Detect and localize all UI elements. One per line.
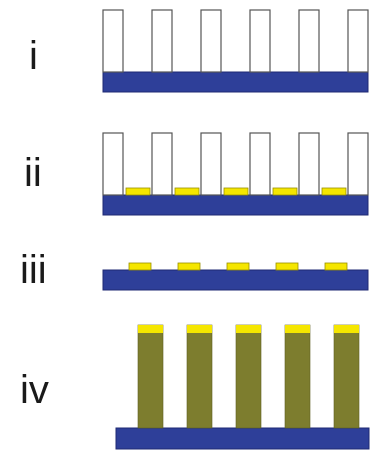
nanorod bbox=[235, 324, 262, 429]
catalyst-deposits-iii bbox=[128, 262, 348, 271]
template-pore-wall bbox=[151, 9, 173, 73]
stage-iv bbox=[115, 324, 370, 450]
stage-i bbox=[102, 9, 369, 93]
template-pore-wall bbox=[347, 9, 369, 73]
nanorod bbox=[137, 324, 164, 429]
catalyst-deposits-ii bbox=[125, 187, 347, 196]
substrate-iv bbox=[115, 427, 370, 450]
template-pore-wall bbox=[102, 9, 124, 73]
catalyst-deposit bbox=[223, 187, 249, 196]
step-label-ii: ii bbox=[24, 151, 42, 195]
substrate-i bbox=[102, 71, 369, 93]
template-pore-wall bbox=[200, 132, 222, 196]
nanorod-tip bbox=[285, 325, 310, 333]
template-pore-wall bbox=[298, 132, 320, 196]
catalyst-deposit bbox=[177, 262, 201, 271]
nanorods-iv bbox=[137, 324, 360, 429]
template-pore-wall bbox=[151, 132, 173, 196]
stage-ii bbox=[102, 132, 369, 216]
step-label-i: i bbox=[29, 34, 38, 78]
nanorod-tip bbox=[334, 325, 359, 333]
template-pore-wall bbox=[249, 9, 271, 73]
template-pore-wall bbox=[102, 132, 124, 196]
template-pore-wall bbox=[347, 132, 369, 196]
nanorod bbox=[186, 324, 213, 429]
nanorod bbox=[333, 324, 360, 429]
catalyst-deposit bbox=[128, 262, 152, 271]
template-walls-i bbox=[102, 9, 369, 73]
substrate-ii bbox=[102, 194, 369, 216]
nanorod bbox=[284, 324, 311, 429]
template-walls-ii bbox=[102, 132, 369, 196]
nanorod-tip bbox=[236, 325, 261, 333]
stage-iii bbox=[102, 262, 369, 291]
step-label-iv: iv bbox=[20, 368, 49, 412]
template-pore-wall bbox=[249, 132, 271, 196]
catalyst-deposit bbox=[174, 187, 200, 196]
catalyst-deposit bbox=[275, 262, 299, 271]
substrate-iii bbox=[102, 269, 369, 291]
catalyst-deposit bbox=[226, 262, 250, 271]
catalyst-deposit bbox=[272, 187, 298, 196]
nanorod-tip bbox=[138, 325, 163, 333]
step-label-iii: iii bbox=[20, 248, 47, 292]
catalyst-deposit bbox=[324, 262, 348, 271]
template-pore-wall bbox=[298, 9, 320, 73]
catalyst-deposit bbox=[125, 187, 151, 196]
template-pore-wall bbox=[200, 9, 222, 73]
nanorod-tip bbox=[187, 325, 212, 333]
catalyst-deposit bbox=[321, 187, 347, 196]
